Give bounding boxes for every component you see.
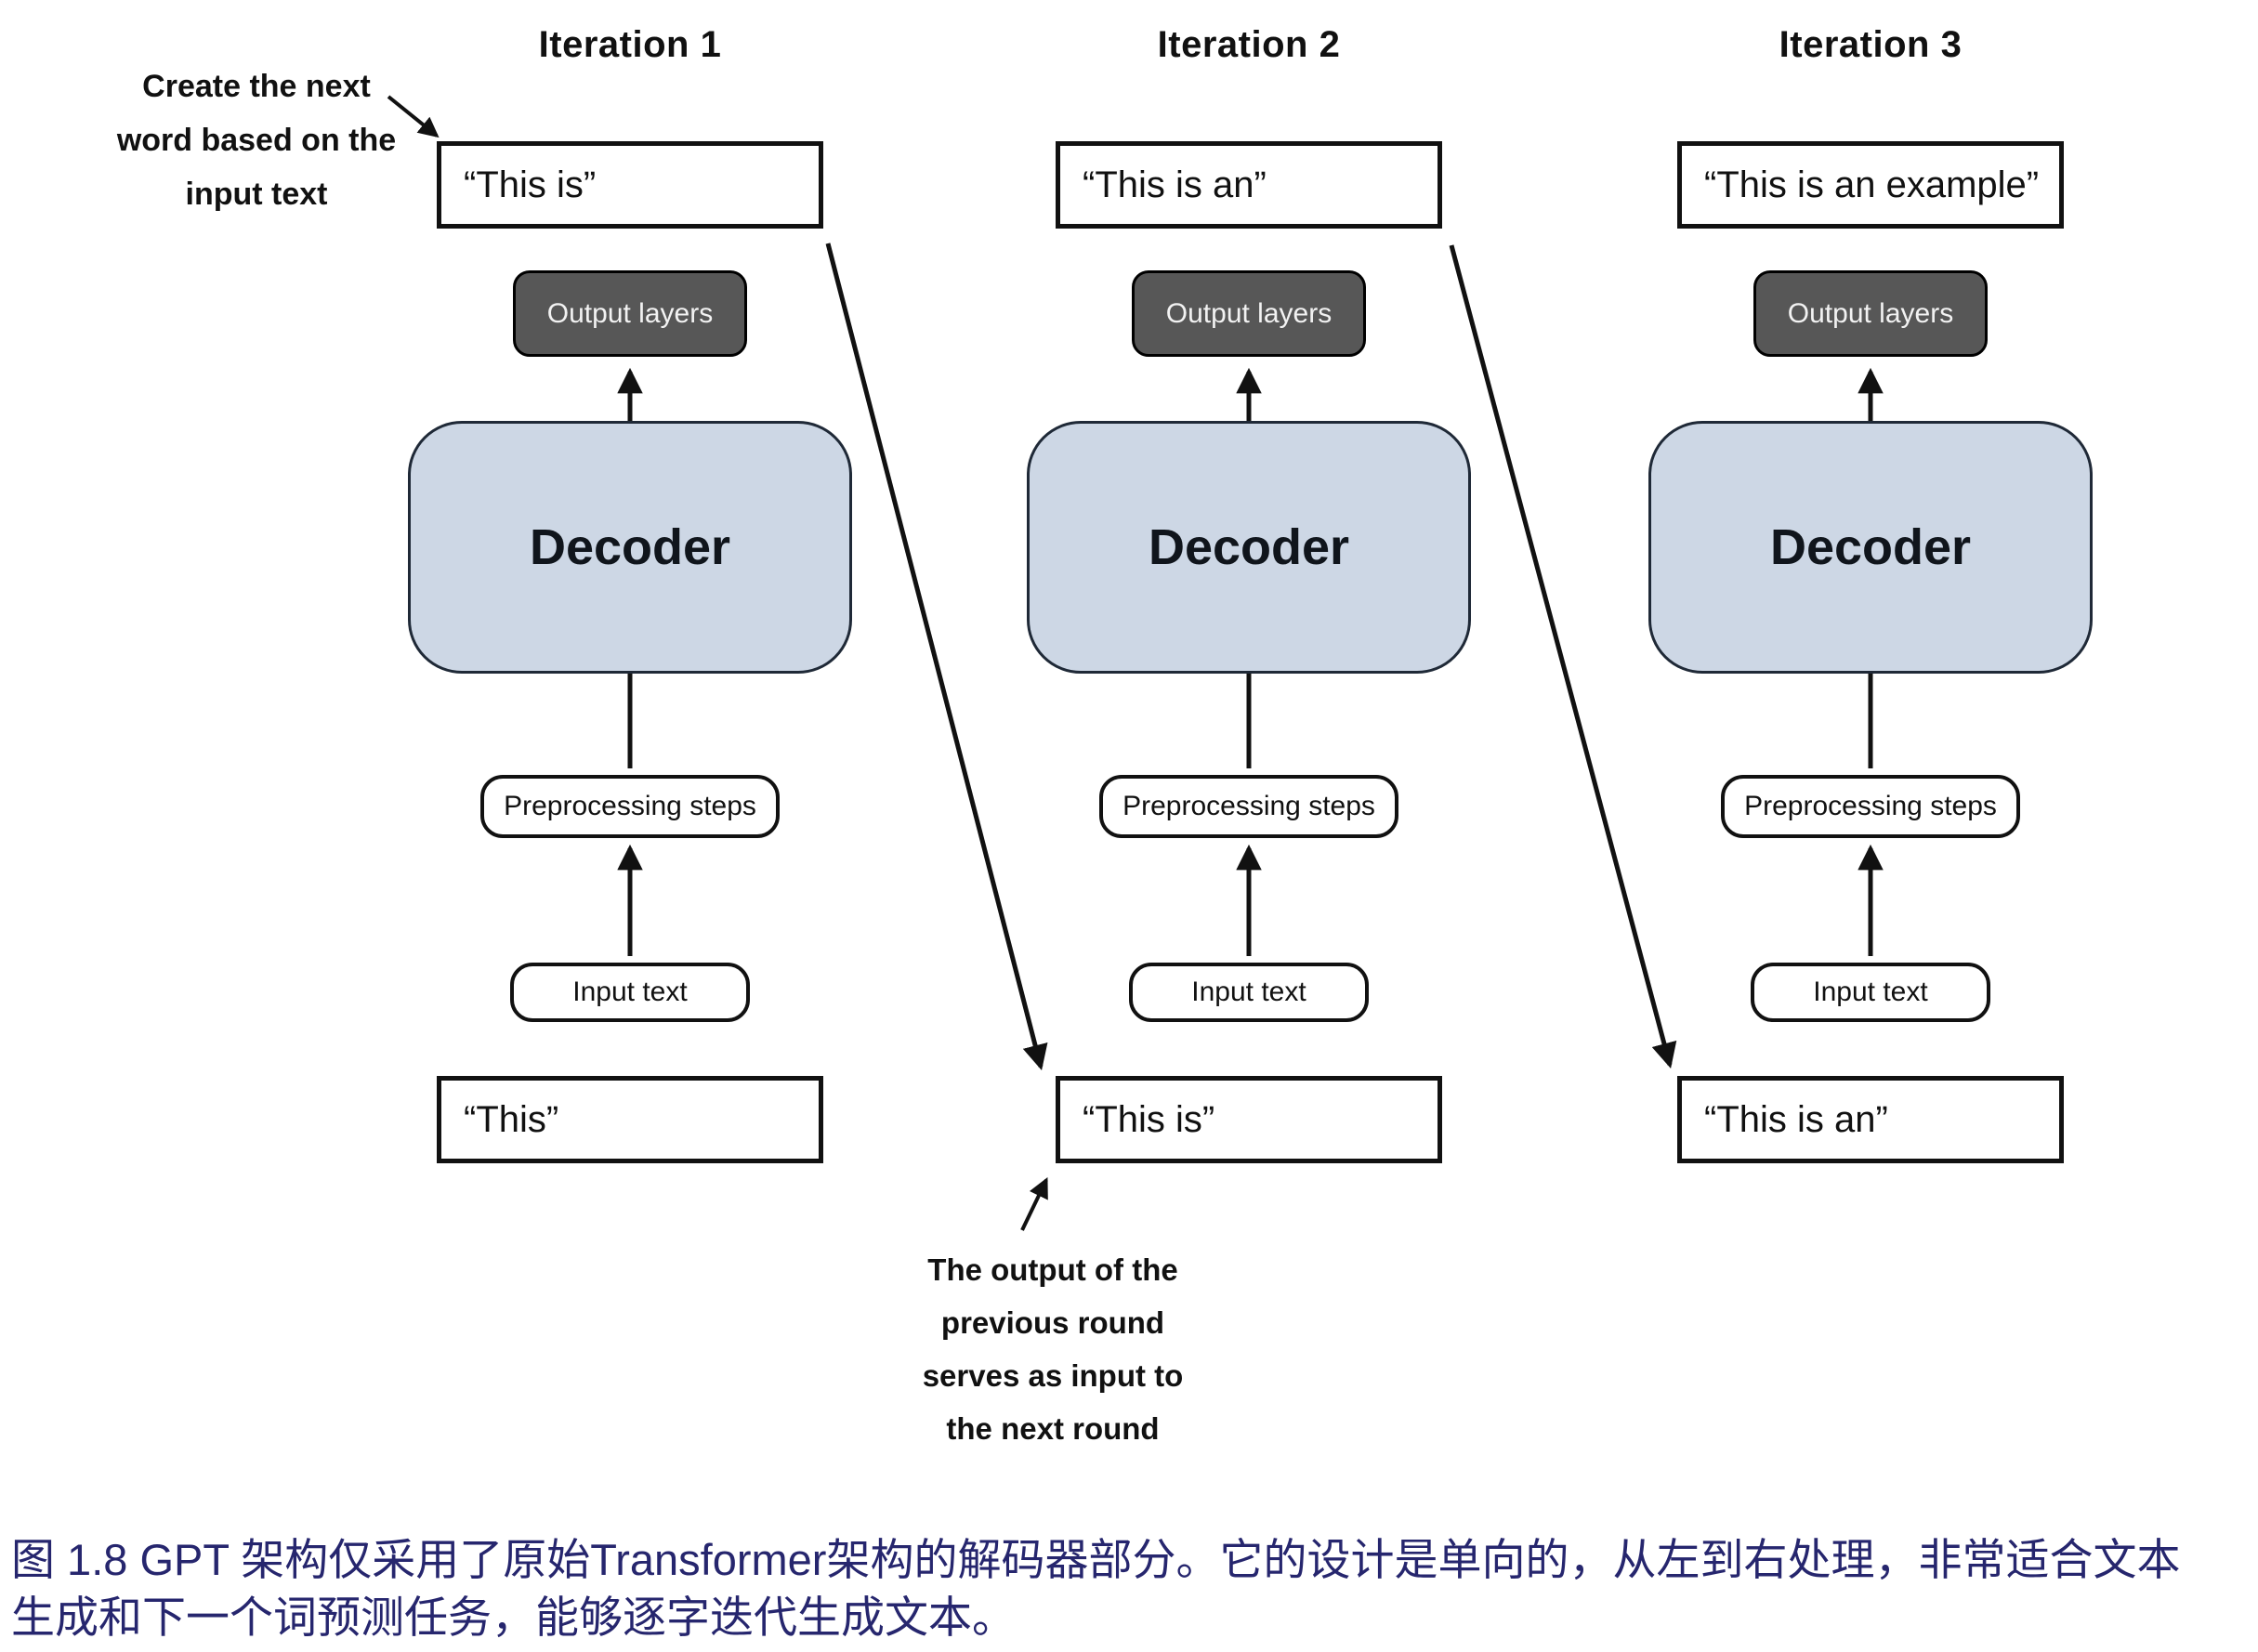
output-layers-label: Output layers [1165,297,1332,329]
annotation-output-serves-as-input: The output of the previous round serves … [867,1243,1239,1455]
iteration-3-input-text-box: Input text [1751,963,1990,1022]
preprocessing-label: Preprocessing steps [1122,791,1375,821]
input-text-label: Input text [1813,977,1928,1007]
annotation-line: The output of the [927,1252,1178,1287]
iteration-column-2: Iteration 2 “This is an” Output layers D… [1007,0,1490,1652]
iteration-2-output-layers-box: Output layers [1132,270,1366,357]
iteration-3-preprocessing-box: Preprocessing steps [1721,775,2020,838]
annotation-line: previous round [940,1305,1165,1340]
iteration-1-output-layers-box: Output layers [513,270,747,357]
iteration-2-preprocessing-box: Preprocessing steps [1099,775,1398,838]
output-layers-label: Output layers [546,297,714,329]
input-quote-text: “This” [464,1098,559,1140]
iteration-column-3: Iteration 3 “This is an example” Output … [1629,0,2112,1652]
figure-caption-line-1: 图 1.8 GPT 架构仅采用了原始Transformer架构的解码器部分。它的… [11,1535,2181,1584]
iteration-1-title: Iteration 1 [538,24,722,65]
annotation-create-next-word: Create the next word based on the input … [80,59,433,221]
iteration-3-decoder-box: Decoder [1648,421,2093,674]
output-text: “This is” [464,164,597,205]
annotation-line: input text [185,177,328,212]
iteration-1-preprocessing-box: Preprocessing steps [480,775,780,838]
decoder-label: Decoder [529,519,731,575]
iteration-3-input-quote-box: “This is an” [1677,1076,2064,1163]
preprocessing-label: Preprocessing steps [1744,791,1997,821]
annotation-line: Create the next [142,69,371,104]
iteration-2-decoder-box: Decoder [1027,421,1471,674]
iteration-2-input-text-box: Input text [1129,963,1369,1022]
annotation-line: the next round [946,1411,1160,1446]
iteration-1-output-text-box: “This is” [437,141,823,229]
input-quote-text: “This is” [1083,1098,1215,1140]
iteration-1-input-quote-box: “This” [437,1076,823,1163]
decoder-label: Decoder [1148,519,1350,575]
annotation-line: word based on the [116,123,397,158]
iteration-column-1: Iteration 1 “This is” Output layers Deco… [388,0,872,1652]
output-text: “This is an example” [1704,164,2040,205]
iteration-2-output-text-box: “This is an” [1056,141,1442,229]
output-text: “This is an” [1083,164,1267,205]
iteration-2-input-quote-box: “This is” [1056,1076,1442,1163]
figure-caption: 图 1.8 GPT 架构仅采用了原始Transformer架构的解码器部分。它的… [11,1531,2252,1646]
iteration-1-input-text-box: Input text [510,963,750,1022]
iteration-3-title: Iteration 3 [1779,24,1963,65]
output-layers-label: Output layers [1787,297,1954,329]
preprocessing-label: Preprocessing steps [504,791,756,821]
input-text-label: Input text [1191,977,1306,1007]
annotation-line: serves as input to [922,1358,1184,1393]
input-quote-text: “This is an” [1704,1098,1888,1140]
iteration-3-output-layers-box: Output layers [1753,270,1988,357]
input-text-label: Input text [572,977,688,1007]
iteration-3-output-text-box: “This is an example” [1677,141,2064,229]
figure-caption-line-2: 生成和下一个词预测任务，能够逐字迭代生成文本。 [11,1593,1016,1642]
iteration-2-title: Iteration 2 [1157,24,1341,65]
decoder-label: Decoder [1769,519,1972,575]
iteration-1-decoder-box: Decoder [408,421,852,674]
